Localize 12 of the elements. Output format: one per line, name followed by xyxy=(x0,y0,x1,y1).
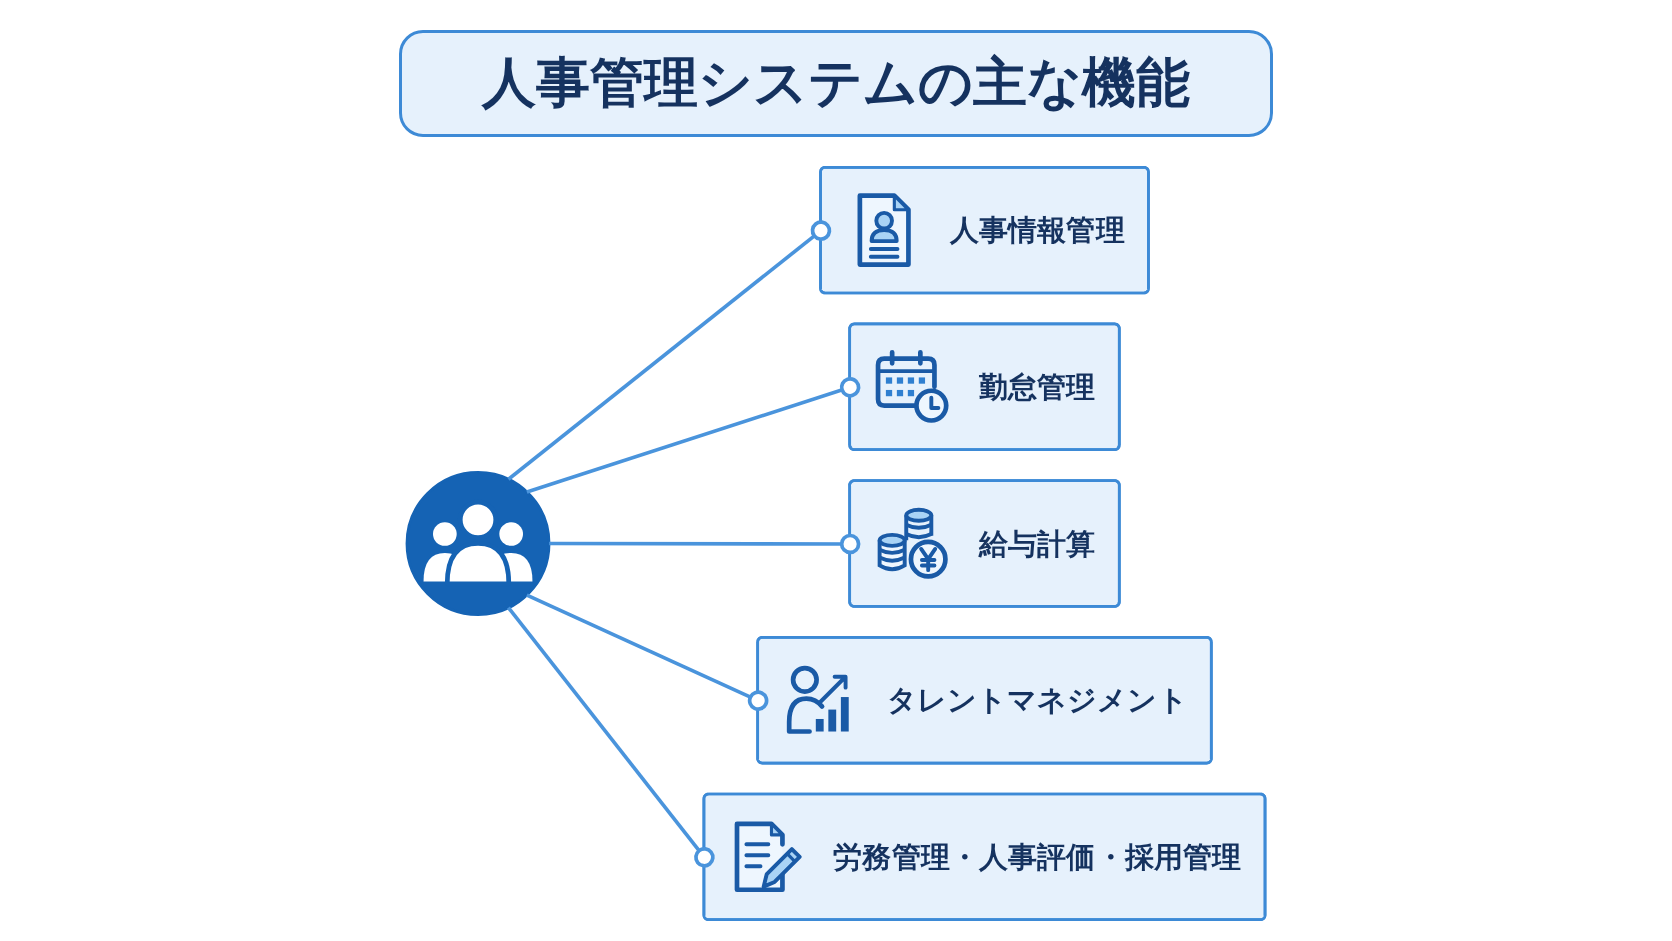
connector xyxy=(526,376,861,494)
connector xyxy=(507,606,715,868)
feature-label: 勤怠管理 xyxy=(979,369,1096,405)
feature-label: タレントマネジメント xyxy=(887,682,1188,718)
feature-label: 給与計算 xyxy=(979,526,1096,561)
feature-label: 労務管理・人事評価・採用管理 xyxy=(833,839,1242,875)
connector xyxy=(549,533,861,555)
title: 人事管理システムの主な機能 xyxy=(399,30,1273,137)
connector xyxy=(526,593,769,711)
node-circle xyxy=(405,471,551,616)
feature-label: 人事情報管理 xyxy=(949,212,1125,248)
connector xyxy=(507,220,832,481)
